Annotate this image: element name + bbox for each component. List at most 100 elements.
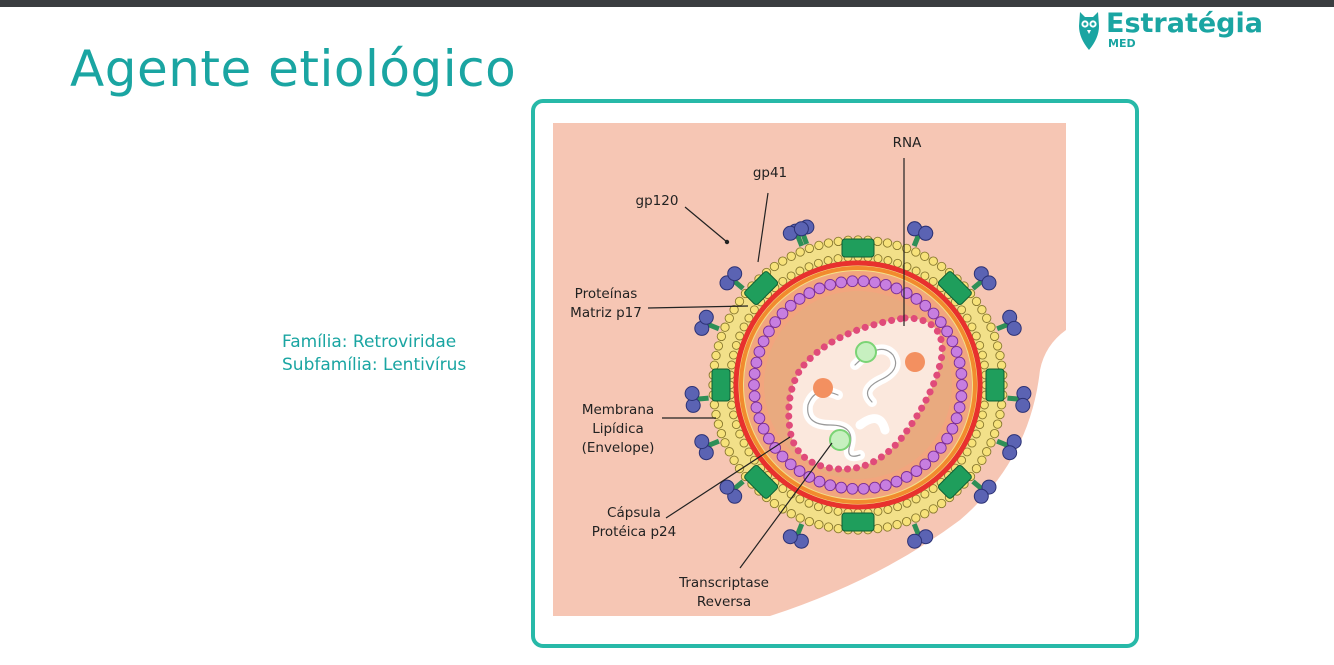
lipid-bead [996,360,1007,370]
label-capsula-line2: Protéica p24 [592,524,677,540]
capsid-bead [757,335,770,348]
label-proteinas-line1: Proteínas [575,286,638,302]
capsid-bead [868,276,881,289]
capsid-bead [857,275,870,288]
lipid-bead [882,522,893,532]
lipid-bead [716,331,727,342]
enzyme-green-1 [855,341,877,363]
capsid-bead [835,481,848,494]
capsid-bead [813,475,826,488]
gp120-protein [727,266,743,282]
lipid-bead [996,400,1007,410]
lipid-bead [882,238,893,248]
lipid-bead [928,484,938,494]
gp41-protein [744,464,779,499]
lipid-bead [814,240,824,251]
lipid-bead [982,313,992,323]
glycoprotein-spikes [684,219,1032,549]
lipid-bead [883,505,893,514]
leader-lines [647,158,905,569]
capsid-bead [900,287,913,299]
matrix-ring-outer [733,260,983,510]
lipid-bead [992,341,1003,351]
capsid-bead [910,465,923,477]
lipid-bead [928,256,938,266]
lipid-bead [724,447,734,457]
lipid-bead [804,243,815,254]
label-rna: RNA [893,135,922,151]
lipid-bead [744,447,754,457]
capsid-bead [900,471,913,483]
lipid-bead [911,513,921,523]
gp41-protein [937,271,972,306]
lipid-bead [769,498,780,509]
capsid-bead [879,278,892,291]
label-membrana-line3: (Envelope) [582,440,655,456]
gp41-protein [937,464,972,499]
capsid-bead [748,367,761,380]
capsid-bead [919,458,932,471]
lipid-bead [995,350,1005,361]
lipid-bead [711,409,721,420]
capsid-bead [879,479,892,492]
capsid-beads [748,275,968,495]
capsid-bead [803,471,816,483]
capsid-bead [803,287,816,299]
gp120-protein [1006,320,1022,336]
capsid-bead [750,356,763,369]
lipid-bead [920,251,930,261]
capsid-bead [950,345,963,358]
lipid-bead [724,313,734,323]
logo-subtitle: MED [1108,37,1136,50]
lipid-bead [928,276,938,286]
lipid-bead [814,519,824,530]
capsid-bead [955,390,968,403]
top-bar [0,0,1334,7]
gp120-protein [694,434,710,450]
capsid-bead [784,458,797,471]
capsid-bead [846,482,859,495]
lipid-bead [729,350,738,360]
capsid-bead [750,401,763,414]
lipid-bead [992,419,1003,429]
lipid-bead [892,240,902,251]
lipid-bead [749,305,759,315]
lipid-bead [833,523,843,534]
capsid-bead [953,356,966,369]
lipid-bead [978,410,987,420]
lipid-bead [823,522,834,532]
lipid-bead [786,271,796,281]
gp41-protein [985,368,1005,402]
capsid-bead [748,390,761,403]
capsid-bead [868,481,881,494]
capsid-bead [956,379,968,391]
familia-text: Família: Retroviridae [282,332,457,352]
lipid-bead [729,410,738,420]
gp41-protein [841,238,875,258]
capsid-bead [953,401,966,414]
capsid-bead [890,475,903,488]
label-transcriptase-line2: Reversa [697,594,751,610]
gp120-protein [918,225,934,241]
lipid-bead [920,489,930,499]
classification-text: Família: Retroviridae Subfamília: Lentiv… [282,331,466,377]
lipid-bead [962,313,972,323]
lipid-bead [982,447,992,457]
capsid-bead [950,412,963,425]
capsid-bead [776,307,789,320]
label-proteinas-line2: Matriz p17 [570,305,642,321]
capsid-bead [919,299,932,312]
capsid-bead [793,293,806,305]
enzyme-orange-2 [813,378,833,398]
capsid-bead [824,278,837,291]
lipid-bead [823,505,833,514]
lipid-bead [795,513,805,523]
capsid-bead [813,282,826,295]
lipid-bead [786,251,796,261]
lipid-bead [957,305,967,315]
capsid-bead [824,479,837,492]
lipid-bead [833,506,843,516]
capsid-bead [946,422,959,435]
capsid-bead [763,325,775,338]
capsid-bead [793,465,806,477]
